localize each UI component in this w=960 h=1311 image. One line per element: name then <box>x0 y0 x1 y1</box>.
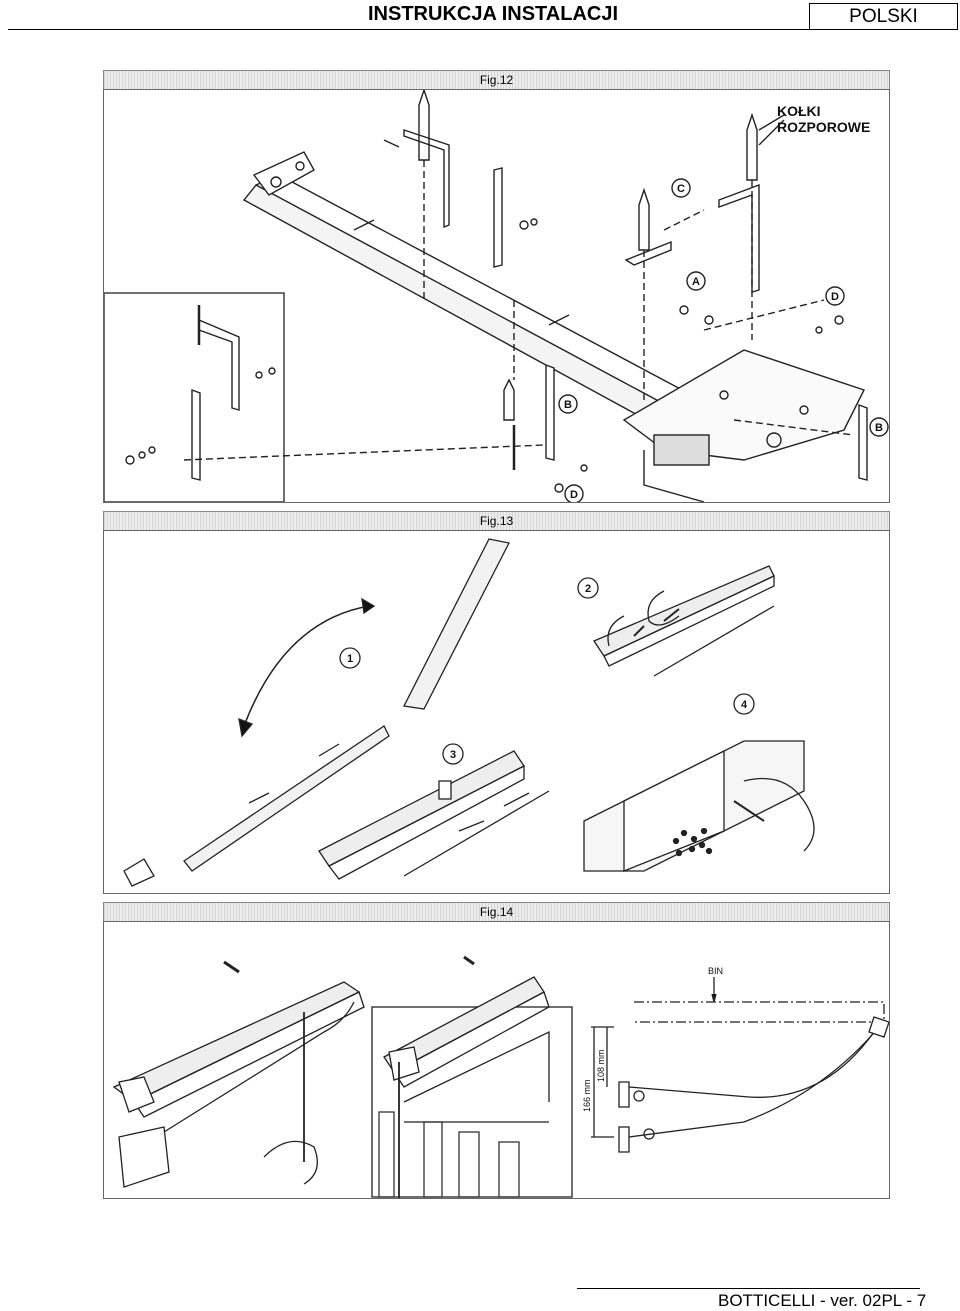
dim-label-outer: 166 mm <box>582 1079 592 1112</box>
part-label-a: A <box>692 276 700 288</box>
footer-divider <box>577 1288 920 1289</box>
header-divider <box>8 29 957 30</box>
fig13-title-bar: Fig.13 <box>103 511 890 531</box>
page-title: INSTRUKCJA INSTALACJI <box>368 3 619 25</box>
part-label-d-lower: D <box>570 489 578 501</box>
fig14-diagram: BIN 166 mm 108 mm <box>103 921 890 1199</box>
fig12-svg: C A D B B D KOŁKI ROZPOROWE <box>104 90 889 502</box>
callout-line1: KOŁKI <box>777 103 821 119</box>
step-label-1: 1 <box>347 653 353 665</box>
fig14-svg: BIN 166 mm 108 mm <box>112 955 889 1198</box>
step-label-3: 3 <box>450 749 456 761</box>
callout-line2: ROZPOROWE <box>777 119 870 135</box>
fig12-title-bar: Fig.12 <box>103 70 890 90</box>
part-label-d-upper: D <box>831 291 839 303</box>
footer-version: BOTTICELLI - ver. 02PL - 7 <box>718 1291 927 1310</box>
step-label-4: 4 <box>741 699 748 711</box>
step-label-2: 2 <box>585 583 591 595</box>
dim-label-inner: 108 mm <box>596 1049 606 1082</box>
fig12-diagram: C A D B B D KOŁKI ROZPOROWE <box>103 89 890 503</box>
fig13-svg: 1 2 3 4 <box>123 538 815 887</box>
part-label-b-right: B <box>875 422 883 434</box>
language-badge: POLSKI <box>809 3 958 30</box>
part-label-c: C <box>677 183 685 195</box>
fig13-diagram: 1 2 3 4 <box>103 530 890 894</box>
fig14-title-bar: Fig.14 <box>103 902 890 922</box>
dim-label-bin: BIN <box>708 966 723 976</box>
part-label-b-left: B <box>564 399 572 411</box>
